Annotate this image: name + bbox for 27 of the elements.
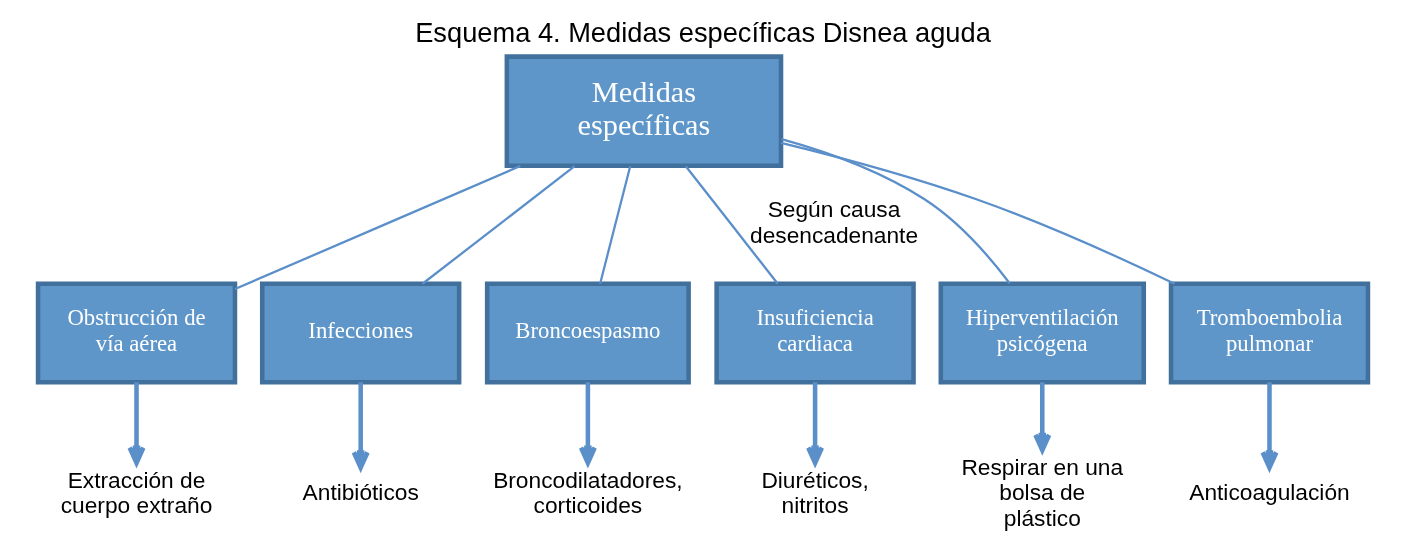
node-box: Medidas específicas [504,54,783,168]
connector [780,138,1010,284]
connector [234,164,521,291]
node-text: Extracción de cuerpo extraño [60,466,212,519]
connector [780,141,1175,285]
arrow [1032,382,1051,453]
node-text: Broncodilatadores, corticoides [492,466,683,519]
node-text: Diuréticos, nitritos [760,466,869,519]
node-text: Respirar en una bolsa de plástico [960,453,1123,532]
node-box: Broncoespasmo [484,281,691,385]
node-box: Obstrucción de vía aérea [35,281,237,385]
diagram-title: Esquema 4. Medidas específicas Disnea aguda [414,17,991,49]
arrow [126,382,146,466]
connector [684,165,779,285]
node-text: Anticoagulación [1188,479,1350,506]
node-box: Tromboembolia pulmonar [1168,281,1370,385]
connector [598,165,631,285]
edge-label: Según causa desencadenante [749,196,918,248]
connector [421,165,575,285]
arrow [351,382,370,470]
node-box: Hiperventilación psicógena [938,281,1146,385]
arrow [578,382,597,466]
arrow [805,382,824,466]
node-box: Insuficiencia cardiaca [713,281,916,385]
node-box: Infecciones [259,281,461,385]
node-text: Antibióticos [302,479,419,506]
arrow [1259,382,1279,470]
